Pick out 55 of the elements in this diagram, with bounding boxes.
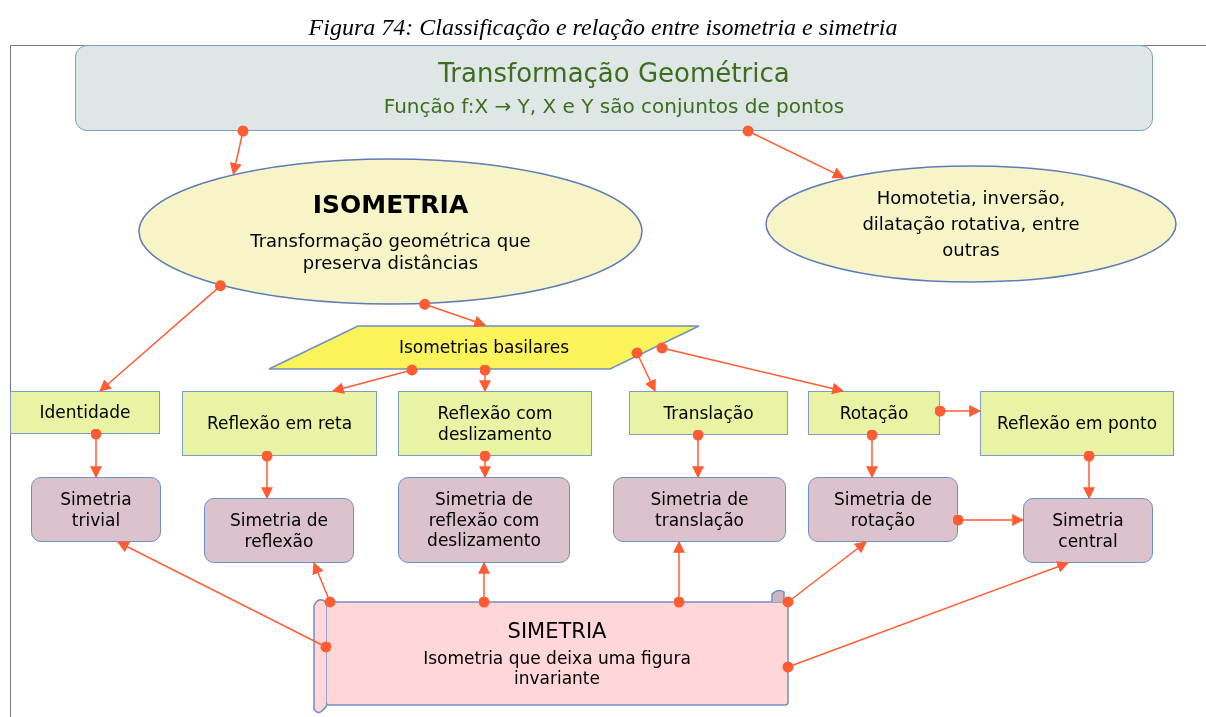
connector-arrow bbox=[99, 280, 226, 392]
connector-arrow bbox=[656, 342, 845, 395]
node-label: Translação bbox=[663, 402, 754, 424]
node-label: Simetria de translação bbox=[649, 489, 750, 530]
connector-arrow bbox=[479, 364, 491, 393]
ellipse-node bbox=[765, 165, 1177, 283]
rounded-box bbox=[31, 477, 161, 542]
concept-box bbox=[10, 391, 160, 434]
node-label: Simetria trivial bbox=[59, 489, 133, 530]
connector-arrow bbox=[934, 405, 982, 417]
concept-box bbox=[182, 391, 377, 456]
figure-title: Figura 74: Classificação e relação entre isometria e simetria bbox=[307, 14, 899, 41]
ellipse-node bbox=[138, 158, 643, 305]
concept-box bbox=[629, 391, 788, 435]
rounded-box bbox=[613, 477, 786, 542]
connector-arrow bbox=[782, 541, 867, 608]
connector-arrow bbox=[631, 347, 656, 393]
connector-arrow bbox=[742, 125, 845, 179]
node-label: Reflexão com deslizamento bbox=[436, 403, 554, 444]
connector-arrow bbox=[229, 125, 249, 176]
node-label: Isometrias basilares bbox=[398, 337, 570, 358]
rounded-box bbox=[1023, 498, 1153, 563]
node-heading: Transformação Geométrica bbox=[438, 58, 790, 90]
concept-box bbox=[980, 391, 1174, 456]
parallelogram-node bbox=[268, 325, 700, 370]
node-label: Identidade bbox=[39, 402, 131, 423]
concept-box bbox=[398, 391, 592, 456]
node-label: Simetria de reflexão com deslizamento bbox=[426, 489, 542, 551]
connector-arrow bbox=[673, 540, 685, 608]
node-label: Reflexão em ponto bbox=[996, 413, 1158, 434]
connector-arrow bbox=[261, 450, 273, 500]
node-label: Rotação bbox=[839, 402, 909, 424]
node-label: Reflexão em reta bbox=[206, 413, 353, 434]
connector-arrow bbox=[782, 561, 1070, 673]
header-box bbox=[75, 45, 1153, 131]
connector-arrow bbox=[90, 428, 102, 479]
connector-arrow bbox=[952, 514, 1025, 526]
connector-arrow bbox=[692, 429, 704, 479]
concept-box bbox=[808, 391, 940, 435]
node-label: Simetria de reflexão bbox=[229, 510, 329, 551]
node-label: Simetria central bbox=[1051, 510, 1125, 551]
connector-arrow bbox=[419, 298, 487, 328]
rounded-box bbox=[398, 477, 570, 563]
connector-arrow bbox=[866, 429, 878, 479]
connector-arrow bbox=[116, 541, 332, 653]
connector-arrow bbox=[479, 450, 491, 479]
node-text: Transformação geométrica que preserva distâncias bbox=[249, 229, 532, 274]
rounded-box bbox=[204, 498, 354, 563]
connector-arrow bbox=[331, 364, 418, 394]
node-text: Função f:X → Y, X e Y são conjuntos de pontos bbox=[383, 93, 845, 118]
node-heading: Homotetia, inversão, dilatação rotativa, entre outras bbox=[861, 185, 1081, 263]
node-heading: ISOMETRIA bbox=[312, 189, 469, 220]
rounded-box bbox=[808, 477, 958, 542]
node-label: Simetria de rotação bbox=[833, 489, 933, 530]
connector-arrow bbox=[1083, 450, 1095, 500]
